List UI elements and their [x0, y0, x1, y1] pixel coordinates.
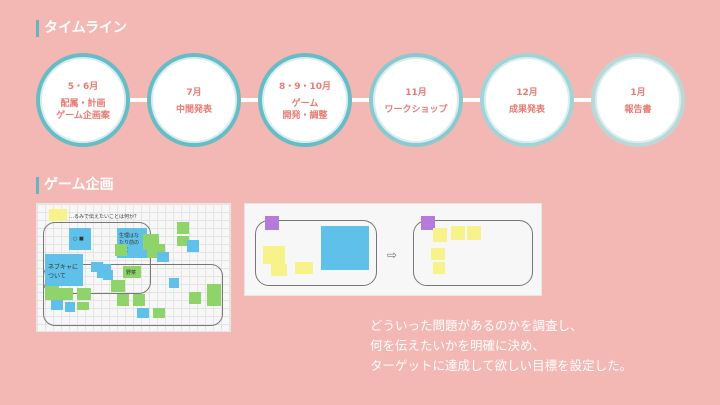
group-outline: [43, 222, 151, 294]
timeline-month: 12月: [516, 87, 538, 98]
timeline-step-4: 11月 ワークショップ: [369, 53, 463, 147]
sticky-note: [65, 302, 75, 312]
timeline-step-3: 8・9・10月 ゲーム 開発・調整: [258, 53, 352, 147]
sticky-note: [177, 222, 189, 234]
sticky-note: [189, 292, 201, 304]
sticky-note: 野菜: [123, 266, 141, 278]
sticky-note: [59, 288, 73, 300]
sticky-note: [295, 262, 313, 274]
timeline-month: 7月: [186, 87, 202, 98]
sticky-note: ○ ■: [69, 228, 91, 250]
sticky-note: [177, 236, 189, 246]
sticky-note: [207, 284, 221, 296]
timeline-step-6: 1月 報告書: [591, 53, 685, 147]
sticky-note: [51, 300, 63, 310]
sticky-note: [137, 308, 149, 318]
sticky-note: [433, 228, 447, 242]
timeline-label: 配属・計画 ゲーム企画案: [56, 98, 110, 121]
sticky-note: [265, 216, 279, 230]
sticky-note: [321, 226, 369, 270]
sticky-note: [49, 209, 67, 221]
timeline-connector: [76, 98, 646, 102]
sticky-note: [45, 286, 59, 300]
sticky-note: [451, 226, 465, 240]
group-outline: [413, 220, 533, 286]
timeline-month: 5・6月: [67, 81, 99, 92]
target-board-image: ⇨: [244, 203, 542, 296]
timeline-label: ゲーム 開発・調整: [282, 98, 328, 121]
game-plan-heading: ゲーム企画: [36, 177, 114, 194]
sticky-note: [421, 216, 435, 230]
description-line: どういった問題があるのかを調査し、: [370, 318, 583, 333]
group-outline: [255, 220, 377, 286]
timeline-month: 8・9・10月: [278, 81, 332, 92]
arrow-icon: ⇨: [387, 248, 398, 262]
sticky-note: [271, 264, 287, 276]
sticky-note: [187, 240, 199, 252]
sticky-note: [207, 296, 221, 306]
sticky-note: [263, 246, 285, 264]
timeline-month: 11月: [405, 87, 427, 98]
sticky-note: [115, 244, 127, 256]
sticky-note: [77, 302, 89, 310]
timeline-heading: タイムライン: [36, 20, 127, 37]
description-text: どういった問題があるのかを調査し、 何を伝えたいかを明確に決め、 ターゲットに達…: [370, 316, 632, 376]
brainstorm-board-image: …るみで伝えたいことは何か？ ○ ■ ネブキャについて 生理はな たり前の こと…: [36, 203, 231, 332]
description-line: 何を伝えたいかを明確に決め、: [370, 338, 546, 353]
timeline-label: 報告書: [624, 104, 652, 115]
description-line: ターゲットに達成して欲しい目標を設定した。: [370, 358, 633, 373]
sticky-note: [433, 262, 445, 274]
sticky-note: [153, 308, 165, 318]
sticky-note: [169, 278, 179, 288]
sticky-note: ネブキャについて: [45, 254, 83, 286]
timeline: 5・6月 配属・計画 ゲーム企画案 7月 中間発表 8・9・10月 ゲーム 開発…: [36, 53, 686, 148]
sticky-note: [111, 280, 125, 292]
sticky-note: [117, 294, 129, 306]
note-text: ○ ■: [73, 236, 84, 242]
timeline-label: 成果発表: [508, 104, 545, 115]
sticky-note: [91, 262, 103, 272]
timeline-month: 1月: [630, 87, 646, 98]
note-text: 野菜: [126, 270, 137, 276]
timeline-step-5: 12月 成果発表: [480, 53, 574, 147]
sticky-note: [103, 270, 113, 280]
sticky-note: [157, 252, 169, 262]
timeline-label: 中間発表: [175, 104, 212, 115]
timeline-step-1: 5・6月 配属・計画 ゲーム企画案: [36, 53, 130, 147]
timeline-step-2: 7月 中間発表: [147, 53, 241, 147]
sticky-note: [467, 226, 481, 240]
sticky-note: [431, 248, 445, 260]
board-header: …るみで伝えたいことは何か？: [69, 214, 140, 220]
group-outline: [43, 264, 223, 326]
sticky-note: [77, 288, 91, 300]
sticky-note: [133, 294, 145, 306]
timeline-label: ワークショップ: [384, 104, 448, 115]
note-text: ネブキャについて: [48, 264, 79, 280]
